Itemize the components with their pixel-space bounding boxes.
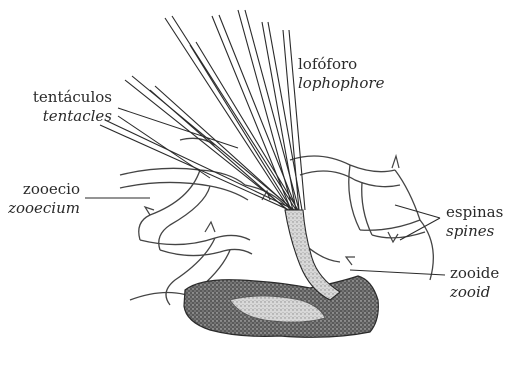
lophophore-tentacles [100,10,305,210]
tentacles-es: tentáculos [10,88,112,107]
zooecium-en: zooecium [0,199,80,218]
lophophore-en: lophophore [298,74,384,93]
tentacles-label: tentáculos tentacles [10,88,112,126]
tentacles-en: tentacles [10,107,112,126]
lophophore-label: lofóforo lophophore [298,55,384,93]
spines-es: espinas [446,203,503,222]
zooid-es: zooide [450,264,499,283]
spines-en: spines [446,222,503,241]
lophophore-es: lofóforo [298,55,384,74]
zooecium-es: zooecio [0,180,80,199]
zooid-en: zooid [450,283,499,302]
zooid-label: zooide zooid [450,264,499,302]
zooecium-label: zooecio zooecium [0,180,80,218]
spines-label: espinas spines [446,203,503,241]
